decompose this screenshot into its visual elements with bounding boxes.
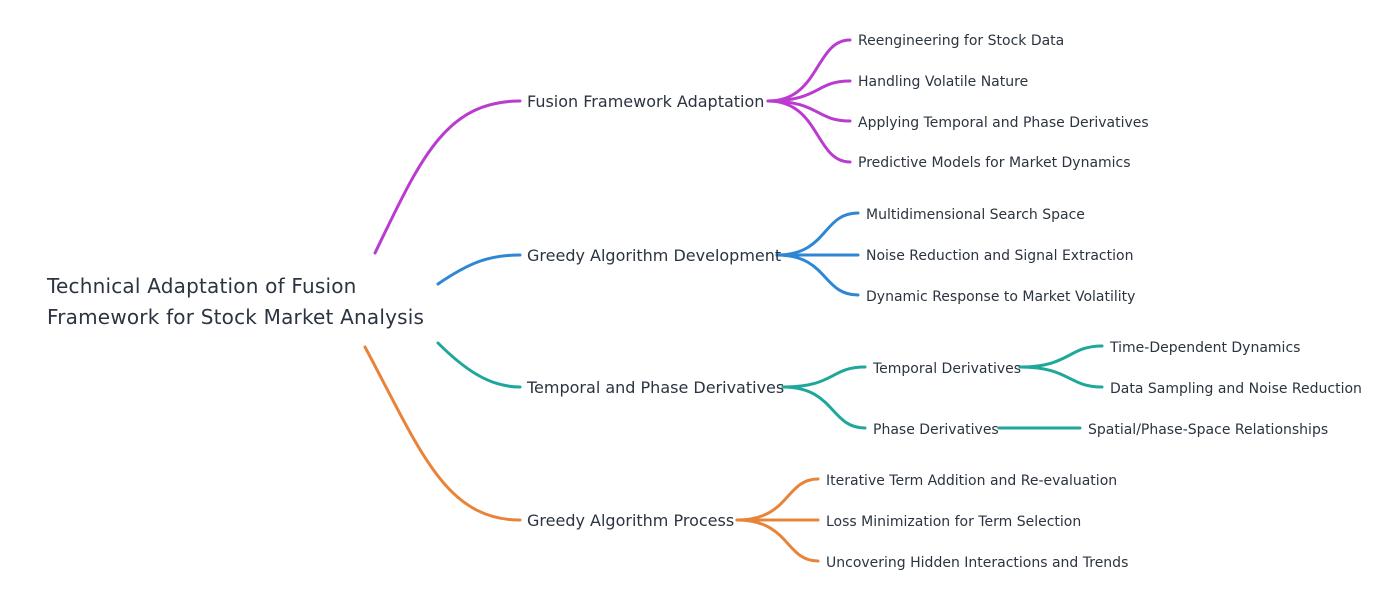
- level-3-nodes: Time-Dependent Dynamics Data Sampling an…: [1088, 340, 1362, 438]
- node-predictive-models-for-market-dynamics: Predictive Models for Market Dynamics: [858, 155, 1131, 171]
- node-greedy-algorithm-development: Greedy Algorithm Development: [527, 246, 781, 265]
- root-title-line-1: Technical Adaptation of Fusion: [46, 274, 357, 298]
- node-iterative-term-addition: Iterative Term Addition and Re-evaluatio…: [826, 473, 1117, 489]
- node-greedy-algorithm-process: Greedy Algorithm Process: [527, 511, 734, 530]
- node-loss-minimization: Loss Minimization for Term Selection: [826, 514, 1081, 530]
- root-node: Technical Adaptation of Fusion Framework…: [46, 274, 424, 329]
- connector-temporal-data-sampling: [1018, 365, 1104, 389]
- node-time-dependent-dynamics: Time-Dependent Dynamics: [1109, 340, 1300, 356]
- node-applying-temporal-and-phase-derivatives: Applying Temporal and Phase Derivatives: [858, 115, 1149, 131]
- node-multidimensional-search-space: Multidimensional Search Space: [866, 207, 1085, 223]
- node-spatial-phase-space-relationships: Spatial/Phase-Space Relationships: [1088, 422, 1328, 438]
- connector-root-temporal-and-phase-derivatives: [436, 341, 522, 389]
- node-fusion-framework-adaptation: Fusion Framework Adaptation: [527, 92, 764, 111]
- node-phase-derivatives: Phase Derivatives: [873, 422, 999, 438]
- connector-root-greedy-algorithm-process: [363, 345, 522, 522]
- connector-greedy-proc-uncovering: [735, 518, 820, 563]
- connector-tpd-temporal: [781, 365, 867, 389]
- node-handling-volatile-nature: Handling Volatile Nature: [858, 74, 1028, 90]
- level-2-nodes: Reengineering for Stock Data Handling Vo…: [826, 33, 1149, 571]
- connector-fusion-predictive: [766, 99, 852, 164]
- connector-fusion-reengineering: [766, 38, 852, 103]
- node-reengineering-for-stock-data: Reengineering for Stock Data: [858, 33, 1064, 49]
- node-dynamic-response-to-market-volatility: Dynamic Response to Market Volatility: [866, 289, 1135, 305]
- node-temporal-and-phase-derivatives: Temporal and Phase Derivatives: [526, 378, 784, 397]
- node-uncovering-hidden-interactions: Uncovering Hidden Interactions and Trend…: [826, 555, 1128, 571]
- root-title-line-2: Framework for Stock Market Analysis: [47, 305, 424, 329]
- connectors: [363, 38, 1104, 563]
- connector-fusion-volatile: [766, 79, 852, 103]
- connector-tpd-phase: [781, 385, 867, 430]
- connector-greedy-dev-dynamic-response: [775, 253, 860, 297]
- connector-greedy-proc-iterative: [735, 477, 820, 522]
- node-data-sampling-and-noise-reduction: Data Sampling and Noise Reduction: [1110, 381, 1362, 397]
- level-1-nodes: Fusion Framework Adaptation Greedy Algor…: [526, 92, 784, 530]
- node-noise-reduction-and-signal-extraction: Noise Reduction and Signal Extraction: [866, 248, 1133, 264]
- connector-greedy-dev-search-space: [775, 211, 860, 257]
- connector-root-fusion-framework-adaptation: [373, 99, 522, 255]
- connector-root-greedy-algorithm-development: [436, 253, 522, 286]
- connector-fusion-applying: [766, 99, 852, 123]
- connector-temporal-time-dependent: [1018, 344, 1104, 369]
- node-temporal-derivatives: Temporal Derivatives: [872, 361, 1021, 377]
